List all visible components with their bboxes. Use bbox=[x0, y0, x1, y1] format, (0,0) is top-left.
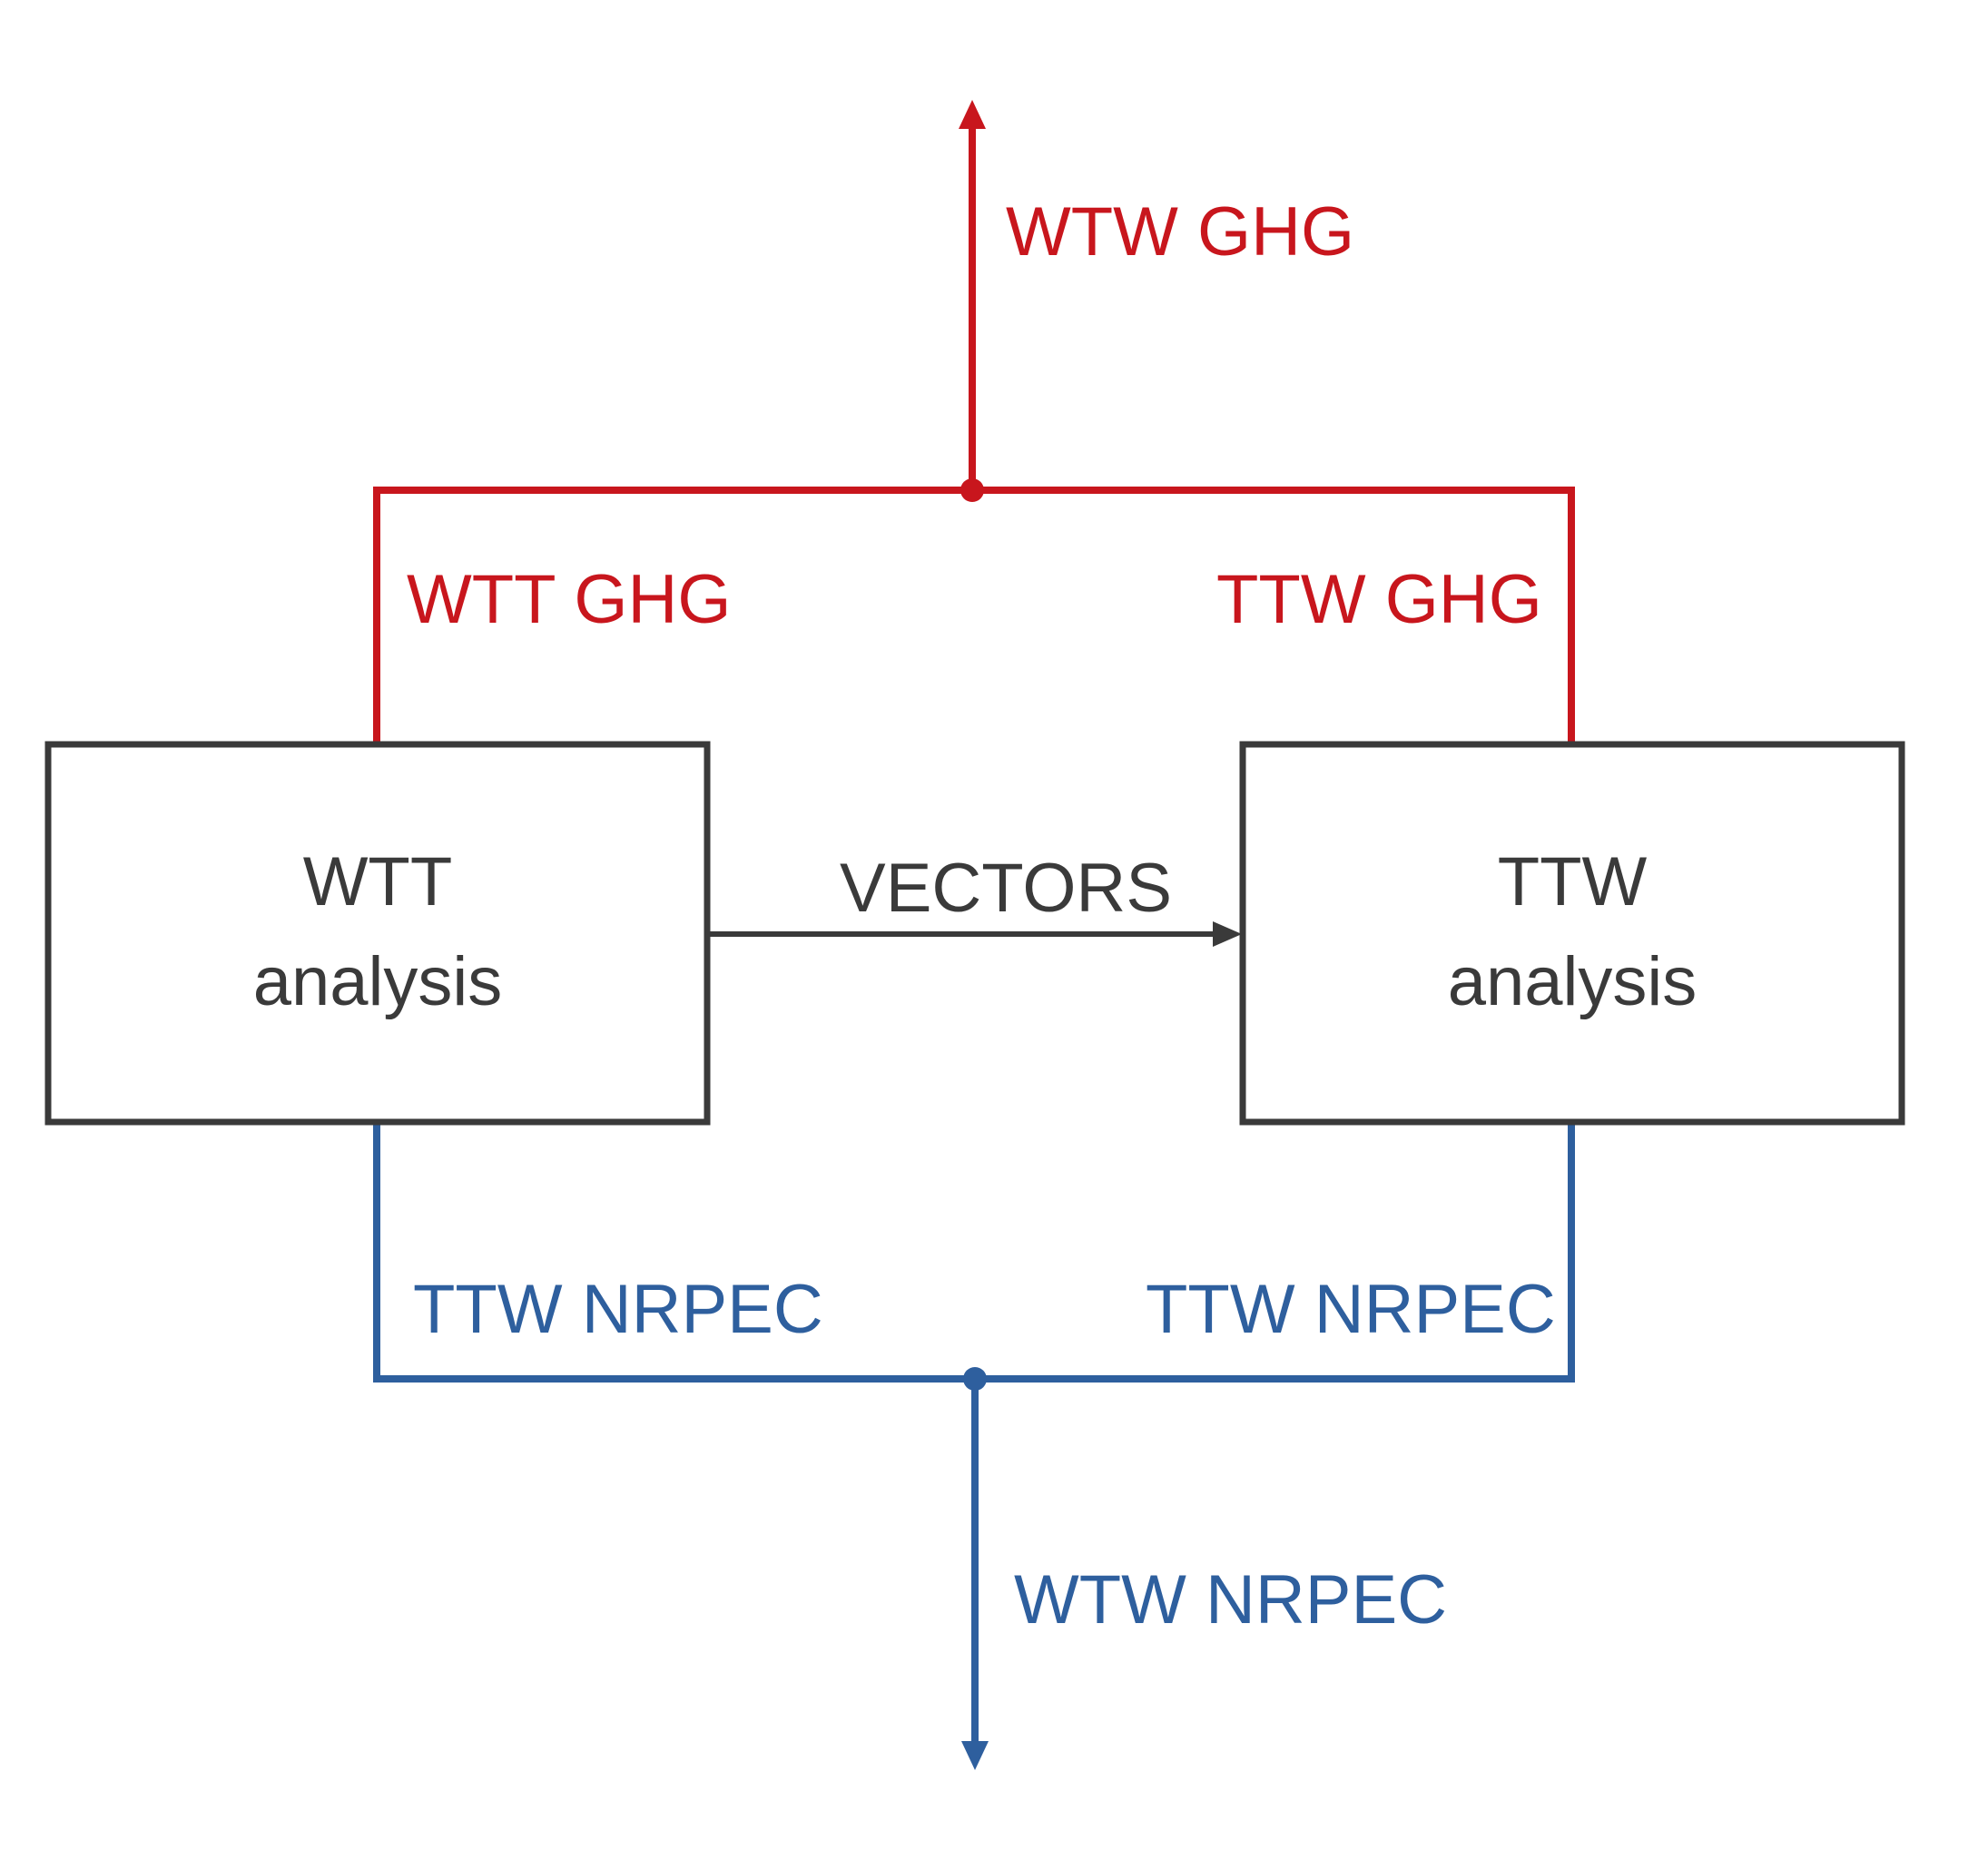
wtt-analysis-box bbox=[44, 741, 711, 1126]
nrpec-connectors bbox=[373, 1122, 1575, 1743]
wtt-box-title: WTT bbox=[302, 843, 453, 920]
wtt-box-subtitle: analysis bbox=[252, 943, 503, 1020]
vectors-label: VECTORS bbox=[840, 850, 1173, 927]
wtt-box-text: WTT analysis bbox=[48, 832, 707, 1032]
ttw-box-title: TTW bbox=[1497, 843, 1648, 920]
ttw-nrpec-right-label: TTW NRPEC bbox=[1146, 1271, 1556, 1348]
ghg-junction-dot bbox=[960, 478, 984, 502]
ttw-nrpec-left-label: TTW NRPEC bbox=[413, 1271, 823, 1348]
wtt-ghg-label: WTT GHG bbox=[407, 561, 732, 638]
wtw-nrpec-label: WTW NRPEC bbox=[1014, 1561, 1448, 1638]
wtw-ghg-label: WTW GHG bbox=[1006, 193, 1355, 271]
ghg-connectors bbox=[373, 123, 1575, 743]
ttw-ghg-label: TTW GHG bbox=[1216, 561, 1542, 638]
ttw-analysis-box bbox=[1239, 741, 1905, 1126]
vectors-arrowhead bbox=[1213, 921, 1242, 947]
ttw-box-subtitle: analysis bbox=[1447, 943, 1698, 1020]
wtw-ghg-arrowhead bbox=[959, 100, 986, 129]
nrpec-junction-dot bbox=[963, 1367, 987, 1391]
wtw-nrpec-arrowhead bbox=[961, 1741, 989, 1770]
ttw-box-text: TTW analysis bbox=[1243, 832, 1902, 1032]
